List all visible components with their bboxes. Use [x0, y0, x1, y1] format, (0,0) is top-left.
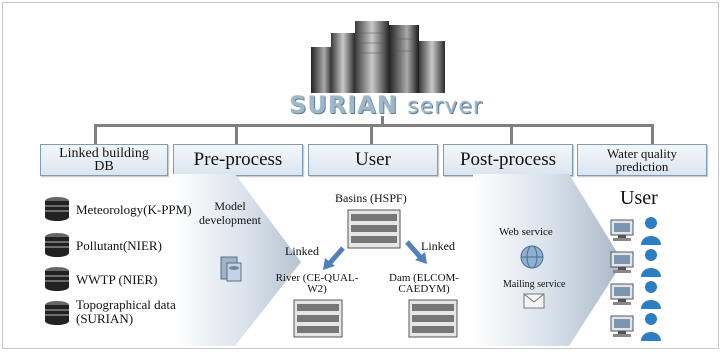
right-link-arrow [405, 240, 427, 264]
river-model-label: River (CE-QUAL-W2) [275, 272, 359, 295]
database-icon [45, 267, 69, 291]
globe-icon [520, 245, 544, 269]
connector-trunk [381, 116, 384, 126]
title-sub: server [407, 94, 483, 119]
data-source-label: Meteorology(K-PPM) [76, 202, 192, 217]
model-development-icon [220, 256, 242, 282]
mail-icon [523, 293, 545, 309]
person-icon [641, 281, 661, 309]
basins-server-icon [347, 209, 401, 249]
category-linked-db-label: Linked building DB [59, 146, 149, 174]
model-development-label: Model development [199, 199, 261, 227]
computer-icon [610, 315, 634, 337]
category-user-label: User [355, 149, 391, 170]
data-source-label: Topographical data (SURIAN) [76, 297, 176, 326]
dam-server-icon [408, 299, 458, 338]
connector-2 [235, 124, 238, 145]
database-icon [45, 197, 69, 221]
category-post-process-label: Post-process [459, 149, 557, 170]
river-server-icon [293, 299, 343, 338]
category-prediction-label: Water quality prediction [606, 146, 678, 174]
category-prediction: Water quality prediction [577, 144, 707, 176]
right-link-label: Linked [421, 239, 455, 253]
basins-label: Basins (HSPF) [335, 191, 407, 205]
person-icon [641, 313, 661, 341]
connector-3 [370, 124, 373, 145]
category-pre-process-label: Pre-process [193, 149, 283, 170]
left-link-arrow [323, 246, 345, 270]
computer-icon [610, 219, 634, 241]
category-post-process: Post-process [443, 144, 573, 176]
category-user: User [308, 144, 438, 176]
category-linked-db: Linked building DB [40, 144, 168, 176]
title-main: SURIAN [289, 91, 398, 119]
category-pre-process: Pre-process [173, 144, 303, 176]
web-service-label: Web service [499, 226, 553, 238]
person-icon [641, 217, 661, 245]
database-icon [45, 301, 69, 325]
mailing-service-label: Mailing service [503, 279, 566, 290]
connector-5 [651, 124, 654, 145]
left-link-label: Linked [285, 244, 319, 258]
data-source-label: Pollutant(NIER) [76, 238, 162, 253]
server-rack-icon [311, 21, 445, 93]
connector-1 [94, 124, 97, 145]
data-source-label: WWTP (NIER) [76, 272, 158, 287]
connector-horizontal [94, 124, 654, 127]
post-process-flow-arrow [473, 174, 623, 346]
person-icon [641, 249, 661, 277]
diagram-title: SURIAN server [271, 91, 501, 119]
users-label: User [620, 187, 658, 209]
diagram-frame: SURIAN server Linked building DB Pre-pro… [2, 2, 719, 349]
database-icon [45, 233, 69, 257]
dam-model-label: Dam (ELCOM-CAEDYM) [389, 272, 459, 295]
connector-4 [510, 124, 513, 145]
computer-icon [610, 251, 634, 273]
computer-icon [610, 283, 634, 305]
